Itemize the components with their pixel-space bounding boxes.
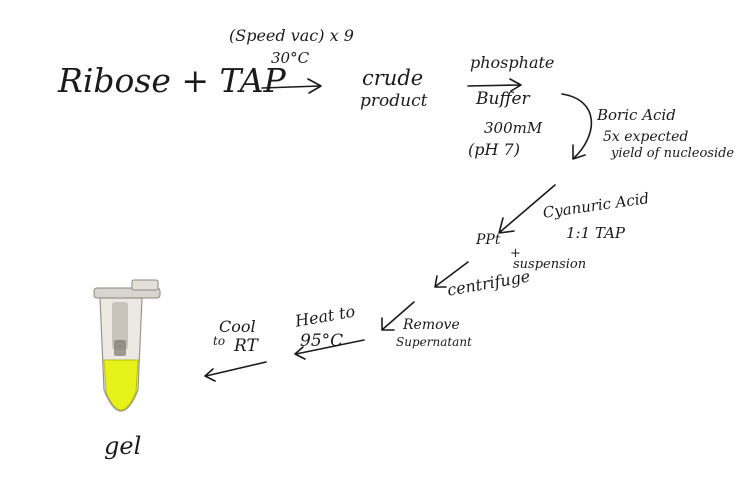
arrow-cool (204, 361, 267, 382)
arrow-centrifuge (434, 261, 469, 288)
product-label: product (360, 91, 428, 111)
cool-to-label: to (213, 334, 226, 348)
boric-yield-label: yield of nucleoside (611, 146, 735, 161)
rt-label: RT (234, 336, 258, 356)
cool-label: Cool (219, 317, 256, 336)
gel-label: gel (104, 432, 142, 460)
buffer-label: Buffer (476, 89, 530, 109)
arrow-heat (294, 339, 365, 360)
speedvac-label: (Speed vac) x 9 (229, 26, 354, 45)
reactants-label: Ribose + TAP (58, 61, 286, 100)
ppt-label: PPt (476, 232, 501, 248)
suspension-label: suspension (513, 257, 587, 272)
heat-temperature-label: 95°C (300, 331, 344, 351)
ph-label: (pH 7) (468, 140, 520, 159)
cyanuric-ratio-label: 1:1 TAP (566, 224, 626, 242)
concentration-label: 300mM (484, 119, 543, 137)
arrow-remove (381, 301, 415, 331)
arrow-cyanuric (498, 184, 556, 234)
boric-acid-label: Boric Acid (597, 106, 676, 124)
boric-amount-label: 5x expected (603, 129, 689, 145)
arrow-to-crude (261, 78, 322, 94)
arrow-buffer (467, 78, 522, 92)
phosphate-label: phosphate (470, 53, 555, 72)
supernatant-label: Supernatant (396, 335, 472, 349)
crude-label: crude (362, 66, 424, 90)
remove-label: Remove (403, 317, 460, 333)
ppt-plus-label: + (510, 246, 521, 261)
temperature-label: 30°C (271, 49, 310, 67)
tube-icon (93, 279, 161, 412)
arrow-boric (561, 93, 593, 160)
